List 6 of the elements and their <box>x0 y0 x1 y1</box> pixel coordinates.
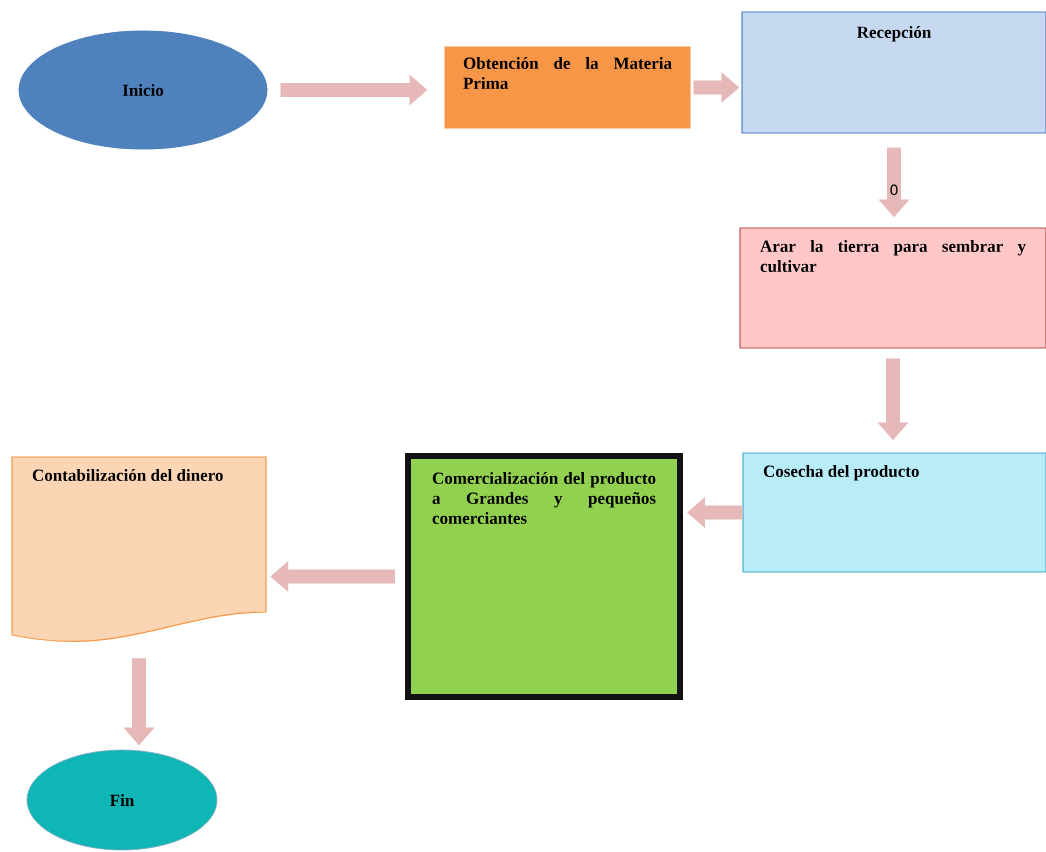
process-box: Comercialización del producto a Grandes y pequeños comerciantes <box>405 453 683 700</box>
process-box: Arar la tierra para sembrar y cultivar <box>739 227 1046 349</box>
process-box: Obtención de la Materia Prima <box>441 43 694 132</box>
process-box: Cosecha del producto <box>742 452 1046 573</box>
process-box: Recepción <box>741 11 1046 134</box>
edge-label: 0 <box>888 183 900 197</box>
